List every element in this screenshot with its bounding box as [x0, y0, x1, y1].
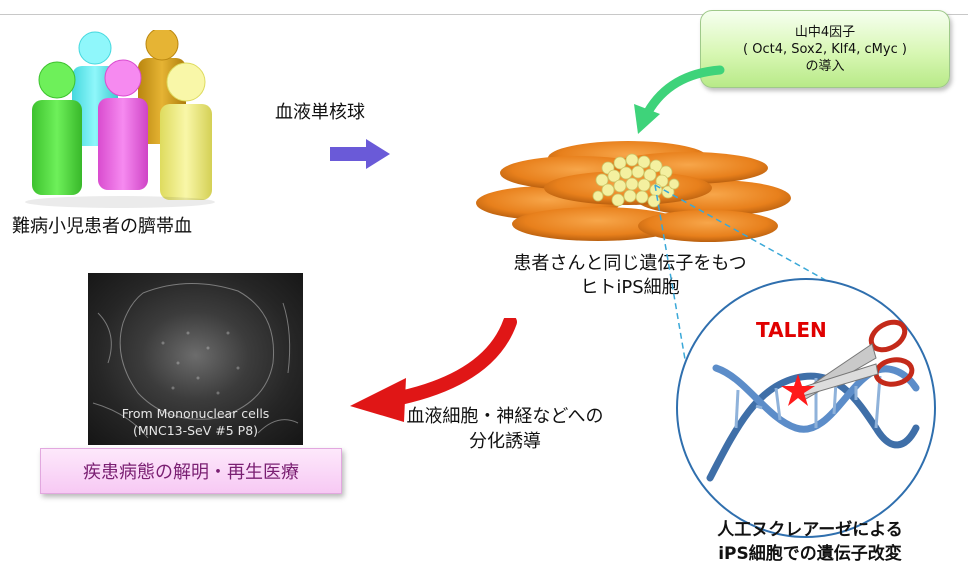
caption-line-2: (MNC13-SeV #5 P8) — [132, 423, 259, 438]
differentiation-line-1: 血液細胞・神経などへの — [406, 406, 604, 427]
ips-label-line-1: 患者さんと同じ遺伝子をもつ — [513, 253, 747, 274]
purpose-box: 疾患病態の解明・再生医療 — [40, 448, 342, 494]
person-magenta — [98, 59, 148, 190]
red-curved-arrow-icon — [350, 318, 517, 422]
purpose-label: 疾患病態の解明・再生医療 — [83, 462, 299, 483]
factors-line-1: 山中4因子 — [794, 24, 856, 40]
ips-cells-label: 患者さんと同じ遺伝子をもつ ヒトiPS細胞 — [480, 252, 780, 300]
editing-line-1: 人工ヌクレアーゼによる — [717, 520, 903, 540]
gene-editing-caption: 人工ヌクレアーゼによる iPS細胞での遺伝子改変 — [660, 518, 960, 566]
green-curved-arrow-icon — [634, 65, 725, 134]
caption-line-1: From Mononuclear cells — [121, 406, 270, 421]
yamanaka-factors-box: 山中4因子 ( Oct4, Sox2, Klf4, cMyc ) の導入 — [700, 10, 950, 88]
differentiation-label: 血液細胞・神経などへの 分化誘導 — [395, 404, 615, 454]
ips-colony-micrograph: From Mononuclear cells (MNC13-SeV #5 P8) — [88, 273, 303, 445]
patients-label: 難病小児患者の臍帯血 — [12, 216, 192, 237]
person-yellow — [160, 62, 212, 200]
micrograph-caption: From Mononuclear cells (MNC13-SeV #5 P8) — [88, 405, 303, 439]
differentiation-line-2: 分化誘導 — [469, 431, 541, 452]
cut-site-star-icon — [781, 374, 815, 406]
person-green — [32, 61, 82, 195]
factors-line-3: の導入 — [805, 58, 845, 74]
scissors-icon — [793, 319, 915, 401]
dna-scissors-illustration — [706, 319, 920, 482]
editing-line-2: iPS細胞での遺伝子改変 — [718, 544, 902, 564]
ips-label-line-2: ヒトiPS細胞 — [580, 277, 680, 298]
factors-line-2: ( Oct4, Sox2, Klf4, cMyc ) — [743, 41, 907, 57]
talen-label: TALEN — [756, 318, 827, 342]
mononuclear-cells-label: 血液単核球 — [275, 102, 365, 123]
ips-cell-culture-illustration — [476, 141, 791, 242]
purple-arrow-icon — [330, 139, 390, 169]
top-divider-line — [0, 14, 968, 15]
patients-group-illustration — [25, 30, 215, 208]
